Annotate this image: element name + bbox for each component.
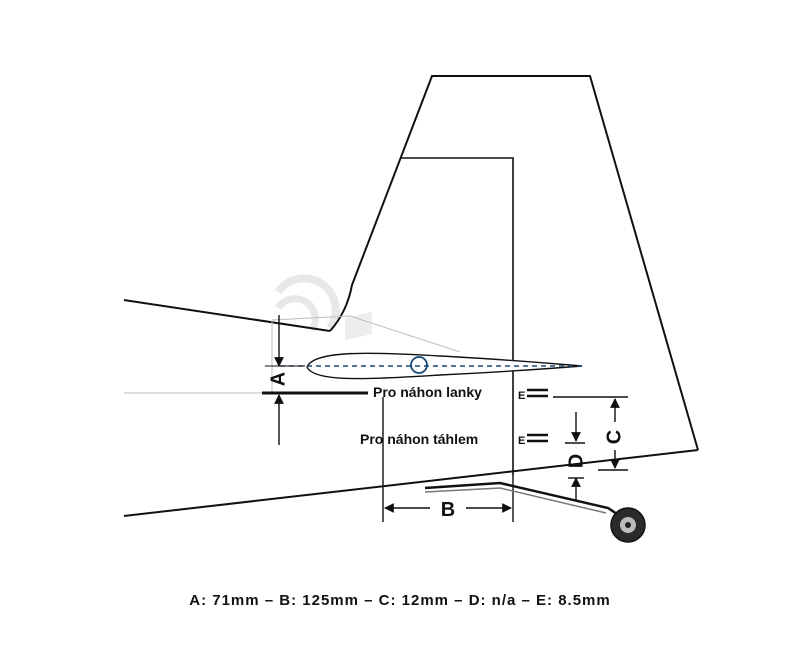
dimension-a — [262, 315, 368, 445]
dimension-b-label: B — [441, 499, 455, 521]
cable-drive-label: Pro náhon lanky — [373, 384, 482, 400]
hinge-point-icon — [410, 356, 428, 374]
dimension-c-label: C — [603, 430, 625, 444]
watermark-logo-icon — [274, 274, 372, 340]
dimension-b — [382, 397, 514, 522]
vertical-fin — [329, 75, 699, 451]
pushrod-drive-e-symbol: E — [518, 433, 548, 447]
svg-text:E: E — [518, 435, 525, 447]
dimension-d-label: D — [565, 454, 587, 468]
rudder — [400, 157, 514, 476]
fuselage-outline — [123, 299, 699, 517]
pushrod-drive-label: Pro náhon táhlem — [360, 431, 478, 447]
svg-text:E: E — [518, 390, 525, 402]
dimensions-caption: A: 71mm – B: 125mm – C: 12mm – D: n/a – … — [189, 592, 611, 609]
dimension-c — [553, 396, 628, 471]
dimension-d — [565, 412, 585, 500]
cable-drive-e-symbol: E — [518, 388, 548, 402]
tailwheel-assembly — [424, 481, 646, 543]
airfoil-section — [280, 352, 585, 380]
dimension-a-label: A — [267, 372, 289, 386]
